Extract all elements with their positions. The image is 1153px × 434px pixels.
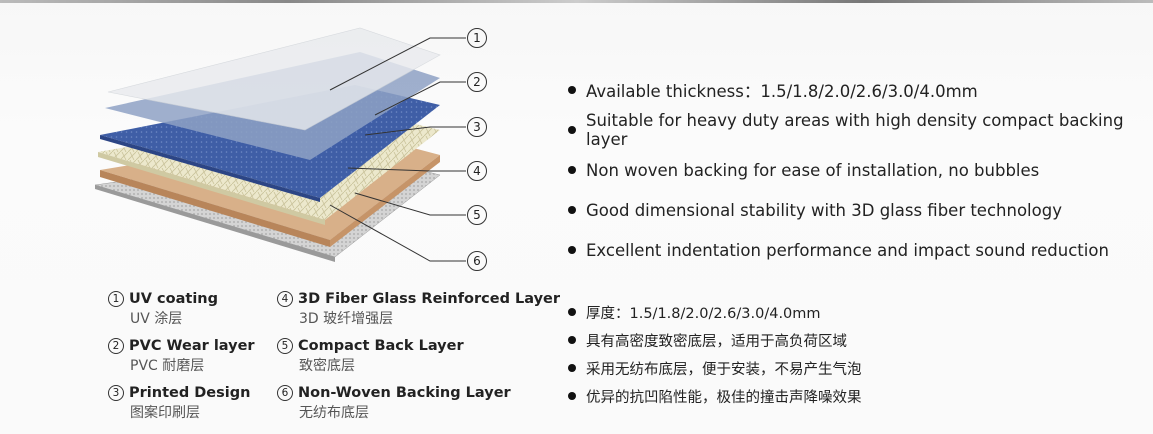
circled-number: 1	[108, 291, 124, 307]
legend-subtitle: 致密底层	[299, 358, 355, 374]
legend-subtitle: 无纺布底层	[299, 405, 369, 421]
bullet-icon	[568, 126, 576, 134]
bullet-icon	[568, 206, 576, 214]
feature-text: Excellent indentation performance and im…	[586, 240, 1109, 260]
callout-4: 4	[467, 161, 487, 181]
callout-5: 5	[467, 205, 487, 225]
bullet-icon	[568, 246, 576, 254]
legend-title: UV coating	[129, 291, 218, 307]
circled-number: 2	[108, 338, 124, 354]
feature-item: 具有高密度致密底层，适用于高负荷区域	[568, 326, 862, 354]
feature-text: 采用无纺布底层，便于安装，不易产生气泡	[586, 361, 862, 378]
legend-title: Compact Back Layer	[298, 338, 464, 354]
legend-item-1: 1 UV coating UV 涂层	[108, 291, 218, 328]
feature-item: Non woven backing for ease of installati…	[568, 150, 1153, 190]
feature-item: Excellent indentation performance and im…	[568, 230, 1153, 270]
legend-subtitle: PVC 耐磨层	[130, 358, 205, 374]
layer-stack-illustration	[94, 27, 466, 262]
feature-list-chinese: 厚度：1.5/1.8/2.0/2.6/3.0/4.0mm 具有高密度致密底层，适…	[568, 298, 862, 410]
callout-lines	[329, 37, 466, 262]
legend-subtitle: UV 涂层	[130, 311, 183, 327]
feature-text: Suitable for heavy duty areas with high …	[586, 111, 1124, 149]
feature-text: Available thickness：1.5/1.8/2.0/2.6/3.0/…	[586, 82, 978, 101]
callout-6: 6	[467, 251, 487, 271]
legend-title: Non-Woven Backing Layer	[298, 385, 511, 401]
legend-subtitle: 3D 玻纤增强层	[299, 311, 394, 327]
feature-text: 优异的抗凹陷性能，极佳的撞击声降噪效果	[586, 389, 862, 406]
feature-item: 采用无纺布底层，便于安装，不易产生气泡	[568, 354, 862, 382]
bullet-icon	[568, 364, 576, 372]
feature-text: Non woven backing for ease of installati…	[586, 160, 1040, 180]
legend-subtitle: 图案印刷层	[130, 405, 200, 421]
feature-text: Good dimensional stability with 3D glass…	[586, 200, 1062, 220]
layer-uv	[107, 27, 441, 131]
circled-number: 4	[277, 291, 293, 307]
bullet-icon	[568, 392, 576, 400]
callout-2: 2	[467, 72, 487, 92]
circled-number: 3	[108, 385, 124, 401]
circled-number: 6	[277, 385, 293, 401]
legend-item-3: 3 Printed Design 图案印刷层	[108, 385, 250, 422]
feature-item: Suitable for heavy duty areas with high …	[568, 110, 1153, 150]
top-border	[0, 0, 1153, 3]
bullet-icon	[568, 166, 576, 174]
circled-number: 5	[277, 338, 293, 354]
legend-item-6: 6 Non-Woven Backing Layer 无纺布底层	[277, 385, 511, 422]
legend-item-4: 4 3D Fiber Glass Reinforced Layer 3D 玻纤增强层	[277, 291, 560, 328]
callout-3: 3	[467, 117, 487, 137]
bullet-icon	[568, 308, 576, 316]
feature-item: 厚度：1.5/1.8/2.0/2.6/3.0/4.0mm	[568, 298, 862, 326]
feature-text: 厚度：1.5/1.8/2.0/2.6/3.0/4.0mm	[586, 305, 821, 322]
legend-title: 3D Fiber Glass Reinforced Layer	[298, 291, 561, 307]
feature-list-english: Available thickness：1.5/1.8/2.0/2.6/3.0/…	[568, 70, 1153, 270]
callout-1: 1	[467, 28, 487, 48]
bullet-icon	[568, 336, 576, 344]
feature-item: Good dimensional stability with 3D glass…	[568, 190, 1153, 230]
legend-item-5: 5 Compact Back Layer 致密底层	[277, 338, 464, 375]
feature-item: 优异的抗凹陷性能，极佳的撞击声降噪效果	[568, 382, 862, 410]
bullet-icon	[568, 86, 576, 94]
legend-title: Printed Design	[129, 385, 251, 401]
legend-title: PVC Wear layer	[129, 338, 255, 354]
feature-item: Available thickness：1.5/1.8/2.0/2.6/3.0/…	[568, 70, 1153, 110]
feature-text: 具有高密度致密底层，适用于高负荷区域	[586, 333, 847, 350]
